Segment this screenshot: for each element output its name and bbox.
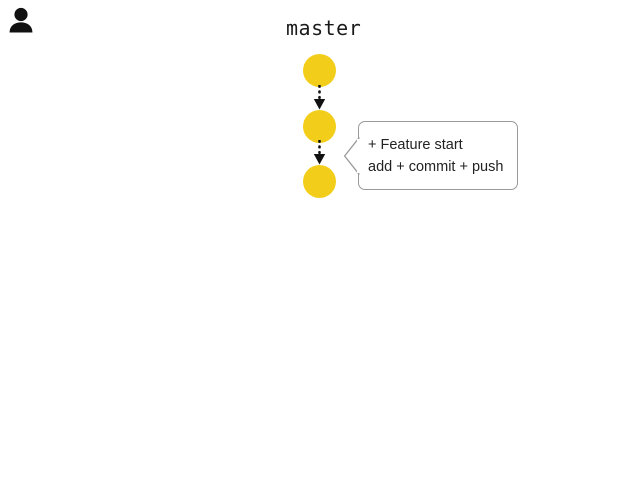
commit-node[interactable]	[303, 54, 336, 87]
callout: + Feature start add + commit + push	[343, 121, 519, 191]
commit-graph	[296, 48, 346, 206]
callout-line-2: add + commit + push	[368, 158, 504, 175]
callout-line-1: + Feature start	[368, 136, 463, 153]
callout-pointer-icon	[343, 137, 361, 175]
commit-node[interactable]	[303, 110, 336, 143]
person-icon	[8, 6, 34, 34]
commit-connector	[296, 139, 346, 168]
branch-title: master	[286, 16, 362, 40]
commit-node[interactable]	[303, 165, 336, 198]
callout-box	[358, 121, 518, 190]
callout-text: + Feature start add + commit + push	[360, 121, 518, 190]
commit-connector	[296, 84, 346, 113]
